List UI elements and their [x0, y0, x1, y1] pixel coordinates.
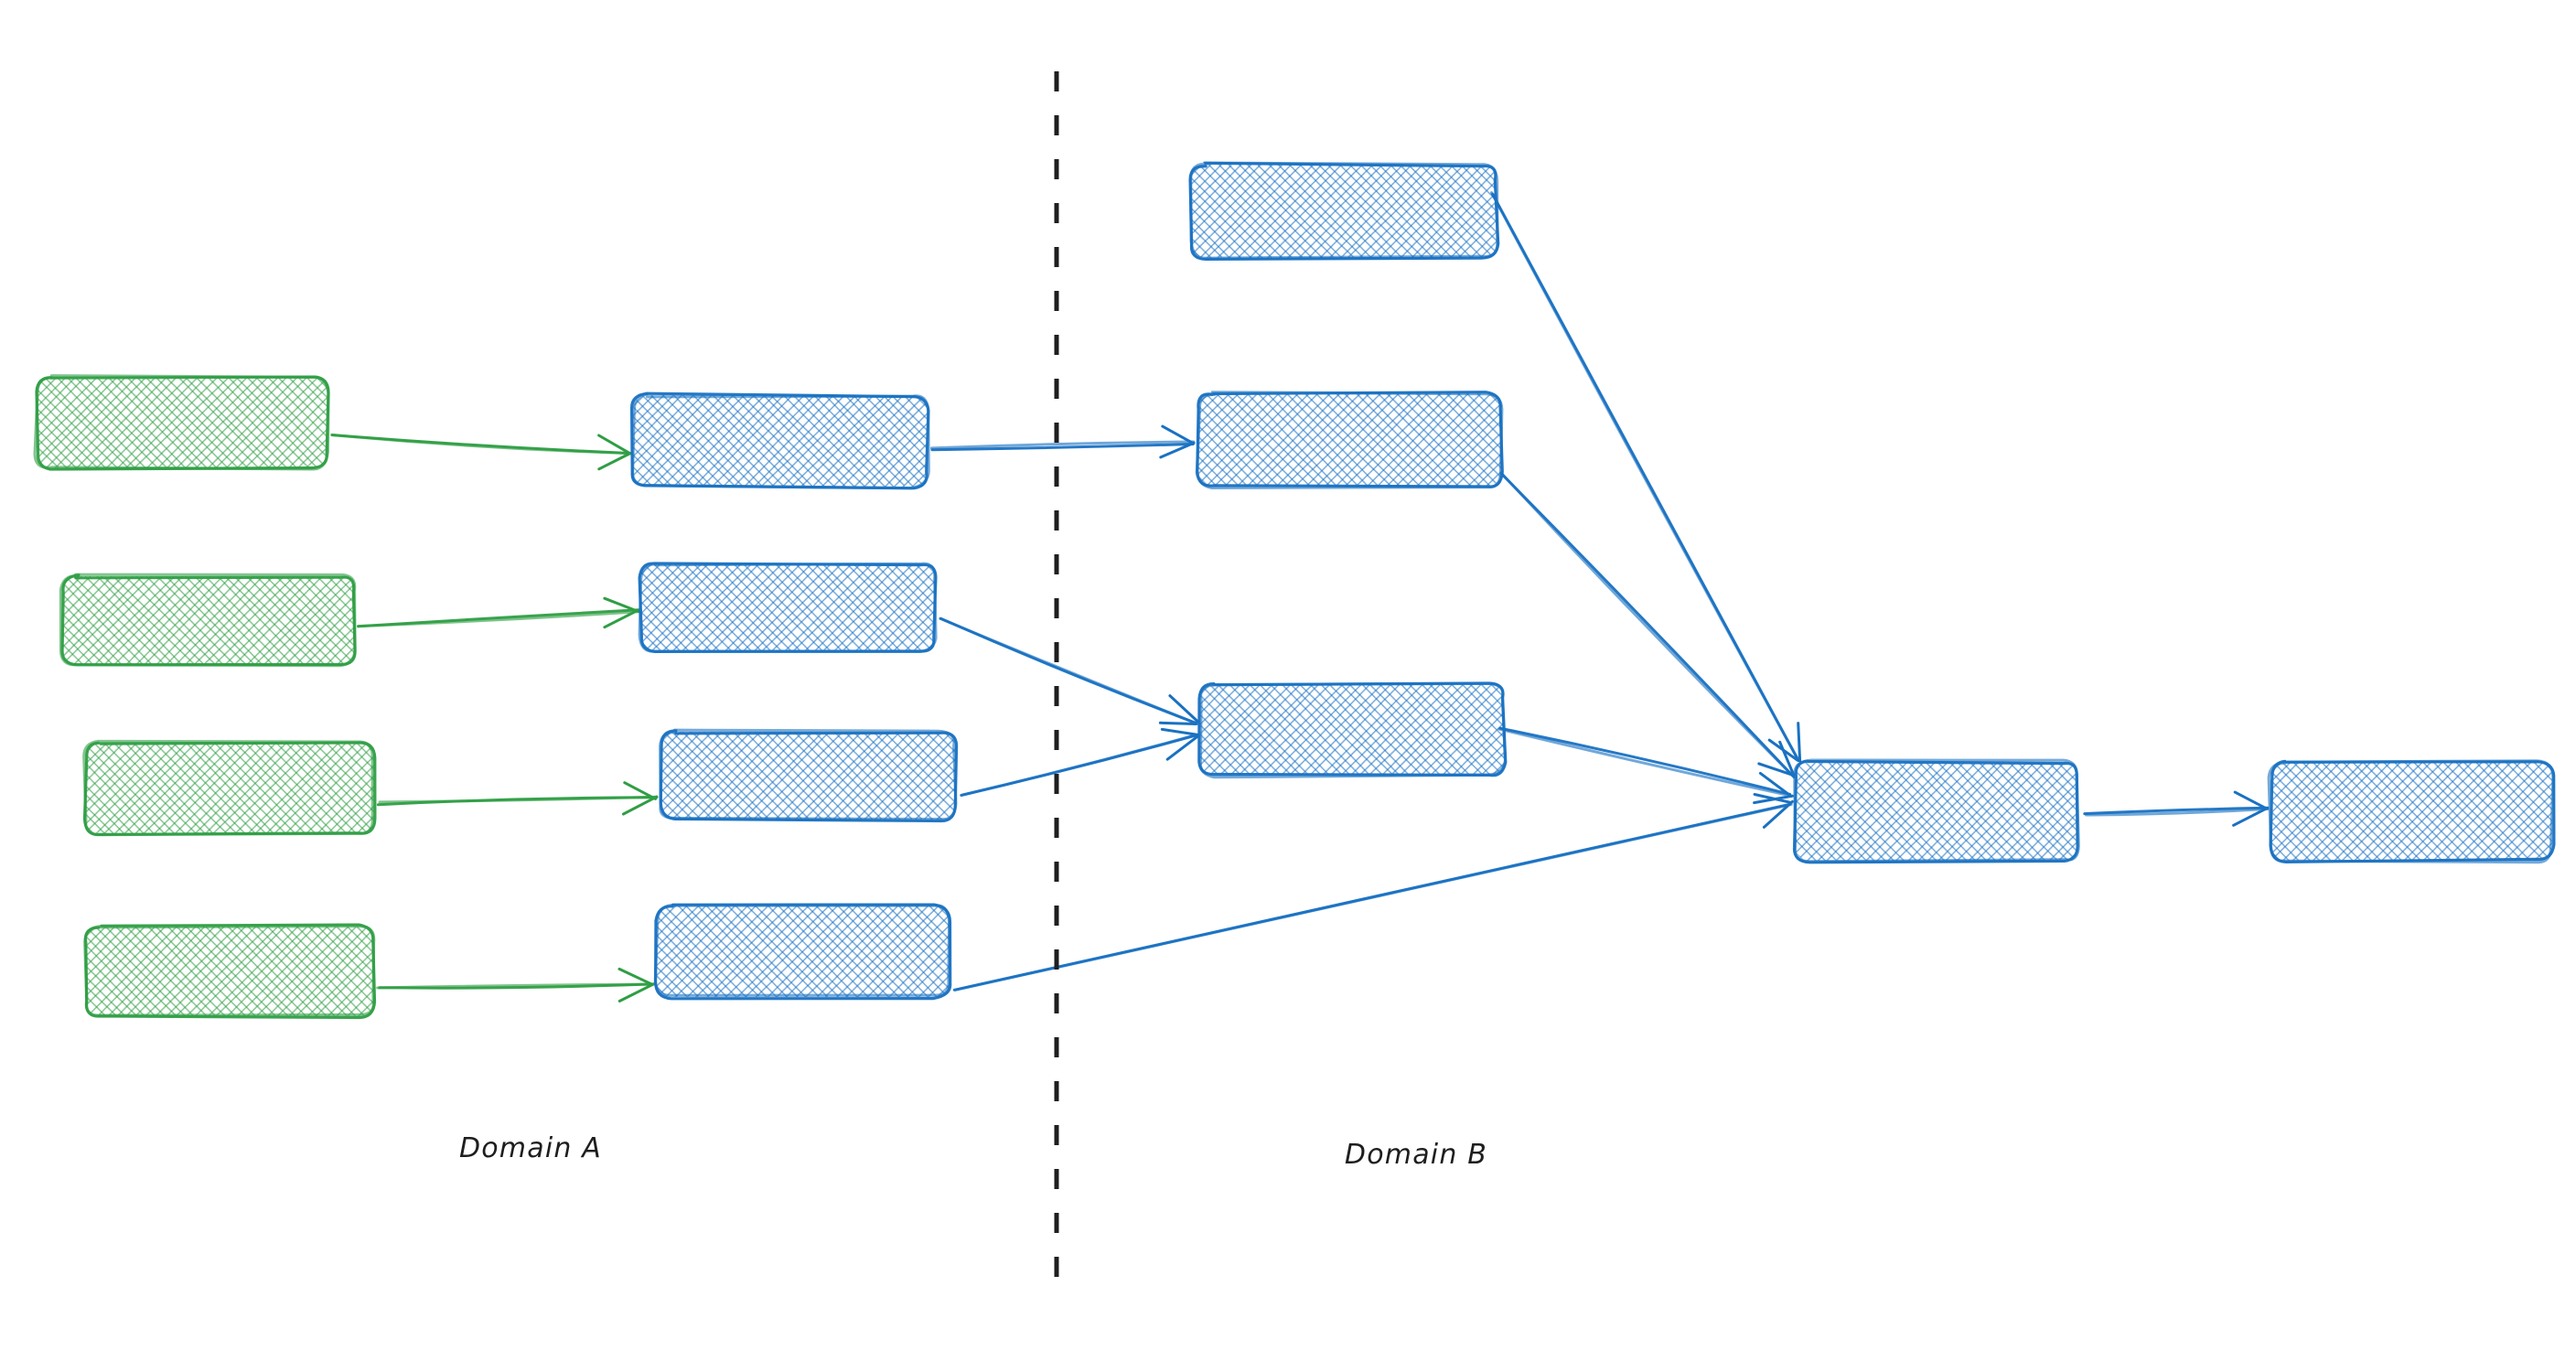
edge-e-b3-hub	[1497, 726, 1794, 805]
node-m1[interactable]	[542, 391, 1107, 490]
labels-layer: Domain A Domain B	[459, 1132, 1487, 1171]
nodes-layer	[0, 161, 2576, 1020]
node-m2[interactable]	[552, 562, 1103, 653]
edge-e-m2-b3	[939, 616, 1199, 725]
node-m3[interactable]	[572, 728, 1122, 823]
edge-e-a1-m1	[330, 433, 633, 471]
node-out[interactable]	[2171, 759, 2576, 864]
edge-e-a2-m2	[357, 596, 640, 629]
node-a1[interactable]	[0, 374, 510, 471]
label-domain-b: Domain B	[1345, 1139, 1487, 1171]
node-b3[interactable]	[1109, 681, 1683, 779]
edge-e-b2-hub	[1499, 472, 1796, 779]
node-a3[interactable]	[0, 739, 548, 837]
node-a4[interactable]	[0, 923, 547, 1020]
node-a2[interactable]	[0, 573, 526, 668]
edge-e-m3-b3	[960, 727, 1200, 797]
node-m4[interactable]	[565, 903, 1129, 1001]
label-domain-a: Domain A	[459, 1132, 602, 1164]
node-hub[interactable]	[1697, 758, 2267, 864]
edge-e-a4-m4	[376, 967, 656, 1002]
edge-e-hub-out	[2083, 790, 2270, 827]
edge-e-a3-m3	[376, 781, 659, 816]
edge-e-m4-hub	[952, 793, 1794, 991]
edges-layer	[330, 191, 2270, 1002]
edge-e-b1-hub	[1490, 191, 1802, 763]
node-b2[interactable]	[1104, 391, 1681, 489]
node-b1[interactable]	[1099, 161, 1673, 261]
edge-e-m1-b2	[930, 424, 1196, 459]
